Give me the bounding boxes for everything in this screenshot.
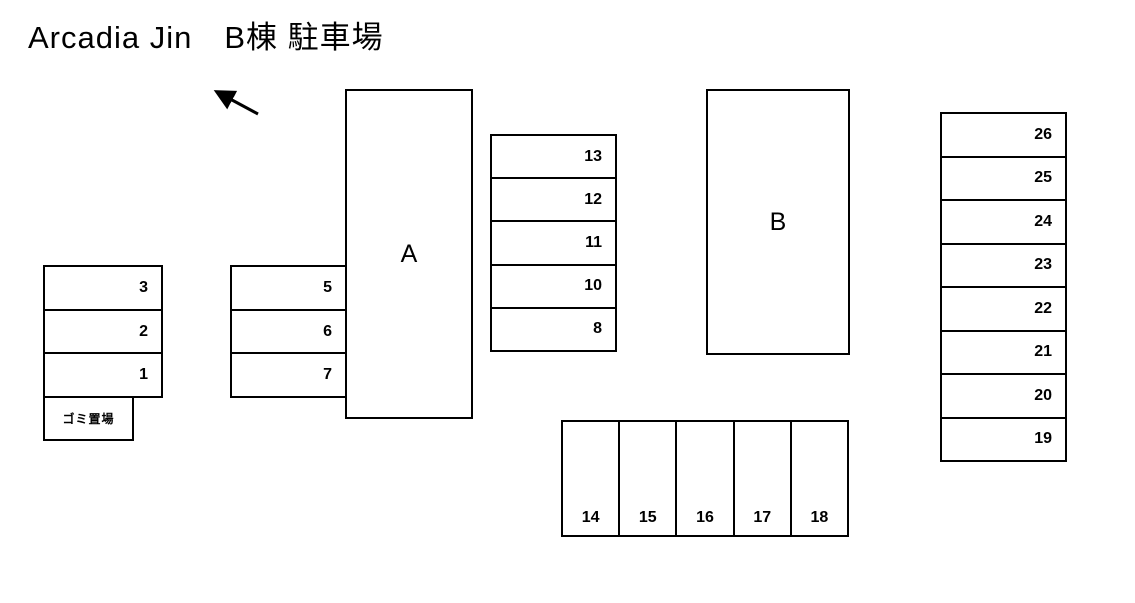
stall-22-label: 22 — [1034, 299, 1052, 317]
stall-26-label: 26 — [1034, 125, 1052, 143]
stall-13-label: 13 — [584, 147, 602, 165]
stall-15: 15 — [618, 422, 675, 535]
stall-8: 8 — [492, 306, 615, 350]
stall-10-label: 10 — [584, 277, 602, 295]
stall-18: 18 — [789, 422, 847, 535]
stall-block-center: 5 6 7 — [230, 265, 345, 398]
stall-11: 11 — [492, 220, 615, 263]
stall-25-label: 25 — [1034, 169, 1052, 187]
stall-10: 10 — [492, 263, 615, 307]
stall-16-label: 16 — [696, 509, 714, 526]
stall-24-label: 24 — [1034, 212, 1052, 230]
stall-11-label: 11 — [585, 234, 602, 251]
stall-23-label: 23 — [1034, 256, 1052, 274]
stall-21-label: 21 — [1034, 343, 1052, 361]
building-b: B — [706, 89, 850, 355]
building-b-label: B — [769, 207, 787, 236]
stall-26: 26 — [942, 114, 1065, 156]
stall-17-label: 17 — [753, 509, 772, 526]
stall-3: 3 — [45, 267, 161, 309]
stall-13: 13 — [492, 136, 615, 177]
stall-block-beside-a: 13 12 11 10 8 — [490, 134, 617, 352]
stall-20-label: 20 — [1034, 386, 1052, 404]
garbage-area: ゴミ置場 — [43, 396, 134, 441]
building-a-label: A — [400, 239, 418, 268]
stall-2: 2 — [45, 308, 161, 353]
stall-8-label: 8 — [593, 320, 602, 338]
stall-12-label: 12 — [584, 190, 602, 208]
stall-6: 6 — [232, 308, 345, 353]
stall-20: 20 — [942, 373, 1065, 417]
stall-block-left: 3 2 1 — [43, 265, 163, 398]
stall-25: 25 — [942, 155, 1065, 200]
stall-19: 19 — [942, 416, 1065, 461]
stall-6-label: 6 — [323, 322, 332, 340]
stall-24: 24 — [942, 199, 1065, 243]
stall-14: 14 — [563, 422, 618, 535]
stall-3-label: 3 — [139, 278, 148, 296]
page-title: Arcadia Jin B棟 駐車場 — [28, 20, 384, 55]
stall-14-label: 14 — [581, 509, 600, 526]
stall-22: 22 — [942, 286, 1065, 330]
stall-1-label: 1 — [139, 366, 148, 384]
stall-15-label: 15 — [638, 509, 657, 526]
stall-17: 17 — [732, 422, 790, 535]
stall-5-label: 5 — [323, 278, 332, 296]
stall-18-label: 18 — [810, 509, 829, 526]
stall-23: 23 — [942, 242, 1065, 287]
garbage-area-label: ゴミ置場 — [62, 412, 115, 426]
stall-block-right: 26 25 24 23 22 21 20 19 — [940, 112, 1067, 462]
stall-21: 21 — [942, 329, 1065, 374]
stall-7: 7 — [232, 352, 345, 396]
stall-1: 1 — [45, 352, 161, 396]
stall-19-label: 19 — [1034, 430, 1052, 448]
stall-12: 12 — [492, 177, 615, 220]
stall-2-label: 2 — [139, 322, 148, 340]
stall-block-bottom: 14 15 16 17 18 — [561, 420, 849, 537]
building-a: A — [345, 89, 473, 419]
north-arrow-icon — [200, 78, 275, 123]
stall-16: 16 — [675, 422, 732, 535]
stall-5: 5 — [232, 267, 345, 309]
stall-7-label: 7 — [323, 366, 332, 384]
